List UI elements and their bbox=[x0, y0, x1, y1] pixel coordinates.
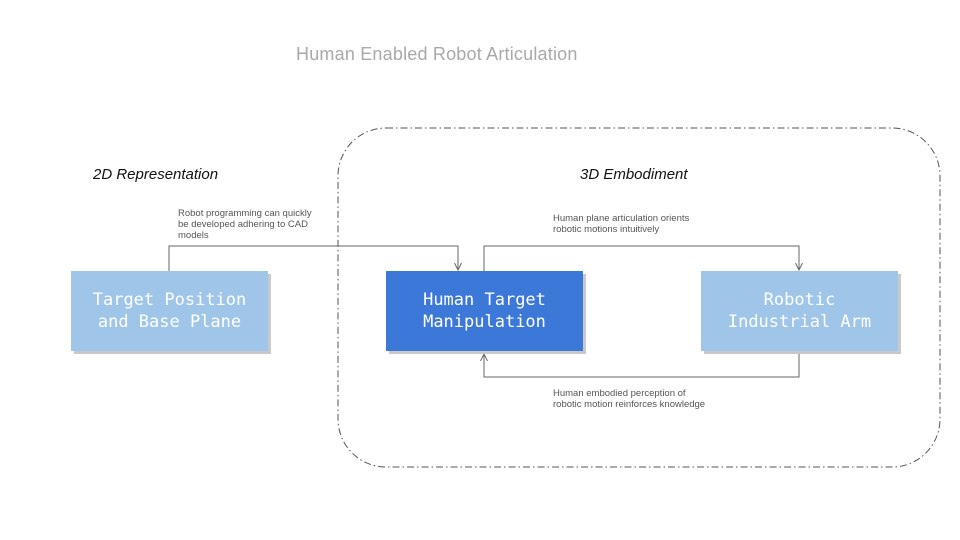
node-robotic-industrial-arm: Robotic Industrial Arm bbox=[701, 271, 898, 351]
note-plane-articulation: Human plane articulation orients robotic… bbox=[553, 213, 690, 235]
section-label-3d: 3D Embodiment bbox=[580, 166, 688, 183]
embodiment-boundary bbox=[337, 127, 941, 468]
diagram-title: Human Enabled Robot Articulation bbox=[296, 44, 578, 64]
connector-arm-to-human bbox=[484, 352, 800, 378]
connector-cad-to-human bbox=[168, 245, 458, 271]
node-target-position: Target Position and Base Plane bbox=[71, 271, 268, 351]
connector-human-to-arm bbox=[483, 245, 799, 271]
note-cad-models: Robot programming can quickly be develop… bbox=[178, 208, 312, 241]
section-label-2d: 2D Representation bbox=[93, 166, 219, 183]
node-human-target-manipulation: Human Target Manipulation bbox=[386, 271, 583, 351]
note-embodied-perception: Human embodied perception of robotic mot… bbox=[553, 388, 706, 410]
